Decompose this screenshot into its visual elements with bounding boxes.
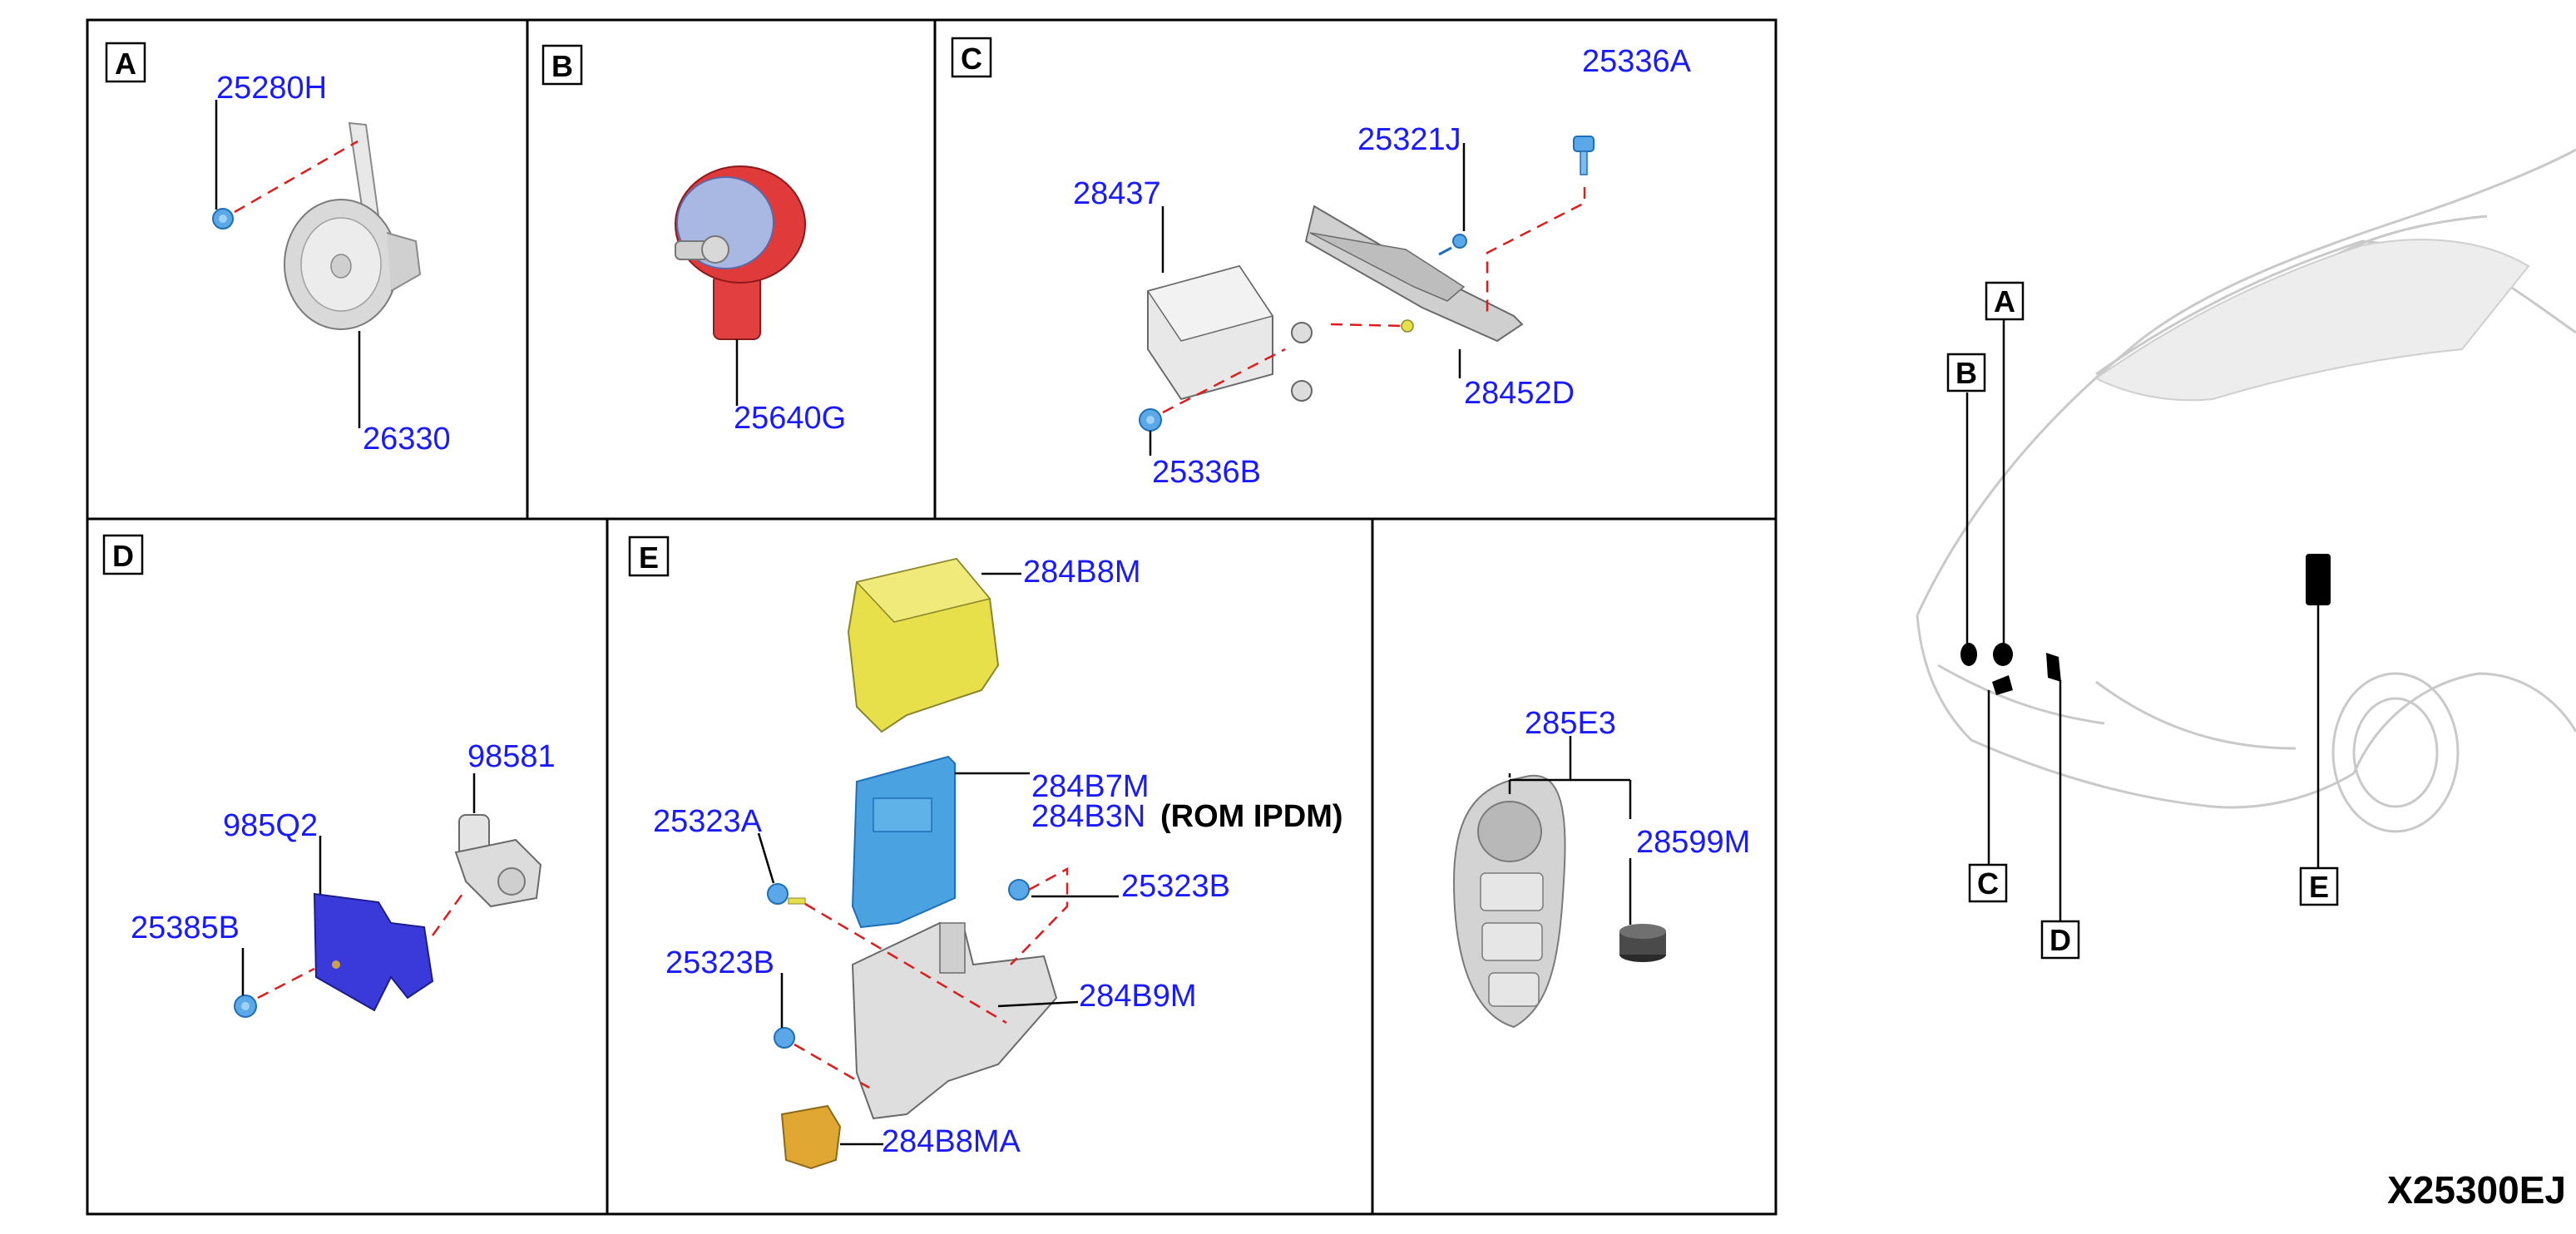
locator-marker-d: [2046, 653, 2061, 682]
part-25321j: 25321J: [1357, 122, 1461, 157]
bracket-985q2: [313, 892, 434, 1012]
diagram-code: X25300EJ: [2387, 1168, 2566, 1212]
part-284b9m: 284B9M: [1079, 979, 1197, 1014]
part-285e3: 285E3: [1525, 706, 1616, 741]
part-25336a: 25336A: [1582, 44, 1692, 79]
part-25323b-left: 25323B: [665, 945, 774, 980]
locator-label-c: C: [1968, 863, 2008, 903]
bolt-25336b-icon: [1139, 408, 1162, 432]
locator-label-b: B: [1946, 353, 1986, 392]
sensor-98581: [454, 814, 542, 908]
horn-assembly: [284, 121, 422, 330]
svg-text:B: B: [551, 49, 573, 83]
locator-marker-a: [1993, 643, 2013, 666]
intelligent-key: [1452, 774, 1566, 1029]
bolt-25321j-icon: [1438, 234, 1467, 256]
part-25280h: 25280H: [216, 71, 327, 106]
part-985q2: 985Q2: [223, 808, 318, 843]
locator-label-a: A: [1985, 281, 2025, 321]
svg-text:D: D: [2049, 923, 2071, 957]
section-label-c: C: [951, 37, 992, 78]
part-98581: 98581: [467, 739, 556, 774]
part-284b8m: 284B8M: [1023, 555, 1141, 590]
locator-label-d: D: [2040, 920, 2080, 960]
diagram-frame: [86, 18, 1777, 1216]
part-25385b: 25385B: [131, 911, 240, 945]
part-28452d: 28452D: [1464, 376, 1575, 411]
bolt-25323a-icon: [767, 883, 806, 905]
rom-ipdm-note: (ROM IPDM): [1160, 799, 1343, 834]
locator-marker-b: [1960, 643, 1977, 666]
vehicle-outline: [1916, 148, 2576, 833]
section-label-e: E: [628, 536, 670, 577]
security-horn: [675, 165, 806, 340]
part-25323b-right: 25323B: [1121, 869, 1230, 904]
bolt-25336a-icon: [1573, 136, 1595, 175]
ipdm-bracket-284b9m: [851, 921, 1058, 1120]
part-25336b: 25336B: [1152, 455, 1261, 490]
svg-text:A: A: [1994, 284, 2015, 318]
windshield: [2094, 239, 2530, 402]
svg-text:A: A: [115, 47, 136, 81]
part-25323a: 25323A: [653, 804, 763, 839]
part-26330: 26330: [363, 422, 451, 457]
svg-text:E: E: [639, 540, 659, 575]
part-284b3n: 284B3N: [1031, 799, 1145, 834]
section-label-d: D: [102, 534, 144, 575]
battery-28599m: [1619, 924, 1666, 962]
svg-text:E: E: [2309, 870, 2329, 904]
svg-text:D: D: [112, 539, 134, 573]
relay-284b8ma: [780, 1104, 842, 1170]
locator-marker-c: [1992, 675, 2013, 695]
bolt-25280h-icon: [212, 208, 234, 230]
part-284b8ma: 284B8MA: [882, 1124, 1021, 1159]
part-28437: 28437: [1073, 176, 1161, 211]
part-25640g: 25640G: [734, 401, 846, 436]
bolt-25323b-left-icon: [774, 1027, 795, 1049]
part-284b7m: 284B7M: [1031, 769, 1150, 804]
section-label-b: B: [541, 44, 583, 86]
ipdm-module-284b7m: [851, 755, 956, 929]
svg-text:C: C: [1977, 866, 1999, 901]
sensor-bracket: [1304, 205, 1524, 343]
bolt-25323b-right-icon: [1008, 879, 1030, 901]
locator-label-e: E: [2299, 866, 2339, 906]
section-label-a: A: [105, 42, 146, 83]
ipdm-cover-284b8m: [847, 557, 1000, 733]
part-28599m: 28599M: [1636, 825, 1750, 860]
locator-marker-e: [2306, 554, 2331, 605]
svg-text:C: C: [961, 42, 982, 76]
svg-text:B: B: [1955, 356, 1977, 390]
control-unit-28437: [1146, 264, 1313, 402]
bolt-25385b-icon: [234, 995, 257, 1018]
